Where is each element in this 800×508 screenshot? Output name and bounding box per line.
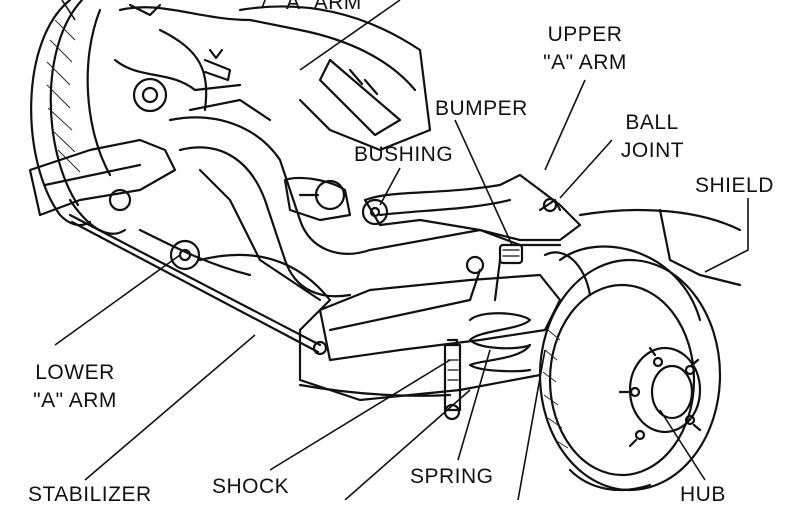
label-spring: SPRING xyxy=(410,465,494,488)
leader-lower-a-arm xyxy=(54,254,181,346)
leader-bottom-rotor xyxy=(517,349,546,501)
leader-upper-a-arm xyxy=(544,79,586,171)
leader-shield xyxy=(704,198,749,273)
leader-lines xyxy=(54,0,749,501)
dust-shield xyxy=(543,208,742,297)
leader-ball-joint xyxy=(559,139,613,199)
label-shield: SHIELD xyxy=(695,174,774,197)
leader-shock xyxy=(269,359,451,471)
shock-absorber xyxy=(443,338,462,421)
label-lower-a-arm-line1: LOWER xyxy=(35,361,115,384)
label-top-a-arm: "A" ARM xyxy=(278,0,362,14)
leader-spring xyxy=(457,349,491,461)
leader-spring-2 xyxy=(344,389,471,501)
label-ball-joint-line1: BALL xyxy=(625,111,679,134)
leader-bushing xyxy=(379,167,401,206)
label-lower-a-arm-line2: "A" ARM xyxy=(33,389,117,412)
left-brake-rotor xyxy=(30,0,112,227)
label-upper-a-arm-line1: UPPER xyxy=(547,23,623,46)
coil-spring xyxy=(465,255,532,373)
label-bushing: BUSHING xyxy=(354,143,454,166)
leader-bumper xyxy=(454,119,513,246)
stabilizer-bar xyxy=(68,213,328,356)
leader-top-left xyxy=(61,0,76,21)
label-upper-a-arm-line2: "A" ARM xyxy=(543,51,627,74)
label-ball-joint-line2: JOINT xyxy=(620,139,685,162)
label-shock: SHOCK xyxy=(212,475,290,498)
upper-a-arm xyxy=(361,173,582,242)
leader-stabilizer xyxy=(84,334,256,481)
right-brake-rotor xyxy=(538,245,722,492)
leader-top-a-arm xyxy=(261,0,266,9)
label-hub: HUB xyxy=(680,483,726,506)
frame-crossmember xyxy=(138,5,562,302)
left-spindle-assembly xyxy=(28,3,302,235)
lower-a-arm xyxy=(169,239,562,402)
label-bumper: BUMPER xyxy=(435,97,528,120)
wheel-hub xyxy=(618,346,702,448)
leader-hub xyxy=(659,409,706,481)
leader-top-arm-2 xyxy=(299,0,401,71)
bumper-part xyxy=(498,243,524,265)
label-stabilizer: STABILIZER xyxy=(28,483,152,506)
